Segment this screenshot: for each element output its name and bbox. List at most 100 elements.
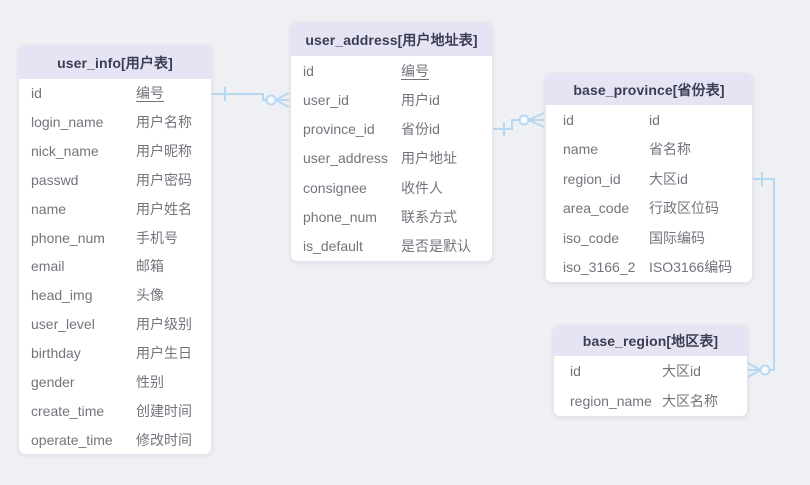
zero-circle-icon — [759, 364, 771, 376]
field-name: province_id — [303, 121, 375, 138]
field-name: is_default — [303, 238, 363, 255]
field-row: id 编号 — [19, 79, 211, 108]
field-row: id 编号 — [291, 56, 492, 85]
field-name: user_level — [31, 316, 95, 333]
field-comment: 收件人 — [401, 179, 443, 196]
field-name: passwd — [31, 171, 79, 188]
wire-segment — [212, 93, 267, 101]
field-row: email 邮箱 — [19, 252, 211, 281]
field-row: name 用户姓名 — [19, 194, 211, 223]
field-row: gender 性别 — [19, 367, 211, 396]
zero-circle-icon — [518, 114, 530, 126]
field-comment: 大区名称 — [662, 393, 718, 409]
field-row: head_img 头像 — [19, 281, 211, 310]
wire-segment — [752, 178, 775, 371]
field-row: phone_num 手机号 — [19, 223, 211, 252]
field-comment: 大区id — [649, 170, 688, 187]
field-comment: 省份id — [401, 121, 440, 138]
field-comment: 创建时间 — [136, 402, 192, 419]
field-row: create_time 创建时间 — [19, 396, 211, 425]
field-name: name — [563, 141, 599, 158]
field-row: name 省名称 — [546, 135, 752, 165]
field-comment: 大区id — [662, 363, 701, 379]
wire-segment — [493, 119, 520, 130]
field-comment: 头像 — [136, 287, 164, 304]
field-comment: ISO3166编码 — [649, 259, 733, 276]
field-comment: 用户生日 — [136, 345, 192, 362]
relationship-user-info-to-user-address — [212, 87, 290, 108]
field-comment: 手机号 — [136, 229, 178, 246]
entity-table-user-info[interactable]: user_info[用户表] id 编号 login_name 用户名称 nic… — [18, 45, 212, 455]
field-row: login_name 用户名称 — [19, 108, 211, 137]
field-row: user_address 用户地址 — [291, 144, 492, 173]
field-name: iso_3166_2 — [563, 259, 636, 276]
field-comment: 用户id — [401, 91, 440, 108]
entity-table-base-province[interactable]: base_province[省份表] id id name 省名称 region… — [545, 73, 753, 283]
field-comment: 用户昵称 — [136, 143, 192, 160]
field-name: id — [303, 62, 314, 79]
zero-circle-icon — [265, 94, 277, 106]
field-comment: 用户名称 — [136, 114, 192, 131]
field-name: nick_name — [31, 143, 99, 160]
field-name: gender — [31, 373, 75, 390]
table-rows-base-province: id id name 省名称 region_id 大区id area_code … — [546, 105, 752, 282]
field-comment: 邮箱 — [136, 258, 164, 275]
field-comment: 用户密码 — [136, 171, 192, 188]
many-crowfoot-icon — [528, 112, 545, 128]
field-comment: 联系方式 — [401, 209, 457, 226]
field-name: id — [570, 363, 581, 379]
field-name: birthday — [31, 345, 81, 362]
field-name: email — [31, 258, 65, 275]
field-row: user_id 用户id — [291, 85, 492, 114]
field-comment: 用户姓名 — [136, 200, 192, 217]
field-name: name — [31, 200, 67, 217]
table-rows-user-address: id 编号 user_id 用户id province_id 省份id user… — [291, 56, 492, 261]
field-name: region_name — [570, 393, 652, 409]
field-comment: 用户级别 — [136, 316, 192, 333]
table-title-base-province: base_province[省份表] — [546, 74, 752, 105]
field-comment: 修改时间 — [136, 431, 192, 448]
field-name: phone_num — [31, 229, 105, 246]
field-comment: 编号 — [136, 85, 164, 102]
entity-table-base-region[interactable]: base_region[地区表] id 大区id region_name 大区名… — [553, 325, 748, 417]
field-name: login_name — [31, 114, 104, 131]
field-comment: 性别 — [136, 373, 164, 390]
field-name: id — [31, 85, 42, 102]
field-row: id id — [546, 105, 752, 135]
field-comment: 国际编码 — [649, 229, 705, 246]
field-name: operate_time — [31, 431, 113, 448]
field-name: id — [563, 111, 574, 128]
field-name: create_time — [31, 402, 105, 419]
field-row: iso_code 国际编码 — [546, 223, 752, 253]
field-row: is_default 是否是默认 — [291, 232, 492, 261]
table-title-base-region: base_region[地区表] — [554, 326, 747, 356]
field-name: user_id — [303, 91, 349, 108]
field-row: consignee 收件人 — [291, 173, 492, 202]
field-name: phone_num — [303, 209, 377, 226]
field-row: operate_time 修改时间 — [19, 425, 211, 454]
field-row: birthday 用户生日 — [19, 339, 211, 368]
field-name: head_img — [31, 287, 93, 304]
field-name: region_id — [563, 170, 621, 187]
field-row: area_code 行政区位码 — [546, 194, 752, 224]
field-name: area_code — [563, 200, 630, 217]
relationship-user-address-to-base-province — [493, 112, 545, 136]
table-rows-base-region: id 大区id region_name 大区名称 — [554, 356, 747, 416]
field-row: id 大区id — [554, 356, 747, 386]
field-row: passwd 用户密码 — [19, 166, 211, 195]
field-name: consignee — [303, 179, 367, 196]
many-crowfoot-icon — [747, 362, 761, 378]
many-crowfoot-icon — [275, 92, 290, 108]
field-comment: 省名称 — [649, 141, 691, 158]
entity-table-user-address[interactable]: user_address[用户地址表] id 编号 user_id 用户id p… — [290, 22, 493, 262]
field-comment: 编号 — [401, 62, 429, 79]
field-row: phone_num 联系方式 — [291, 202, 492, 231]
table-title-user-info: user_info[用户表] — [19, 46, 211, 79]
field-row: user_level 用户级别 — [19, 310, 211, 339]
field-row: region_id 大区id — [546, 164, 752, 194]
field-row: nick_name 用户昵称 — [19, 137, 211, 166]
field-row: iso_3166_2 ISO3166编码 — [546, 253, 752, 283]
field-row: province_id 省份id — [291, 115, 492, 144]
table-rows-user-info: id 编号 login_name 用户名称 nick_name 用户昵称 pas… — [19, 79, 211, 454]
